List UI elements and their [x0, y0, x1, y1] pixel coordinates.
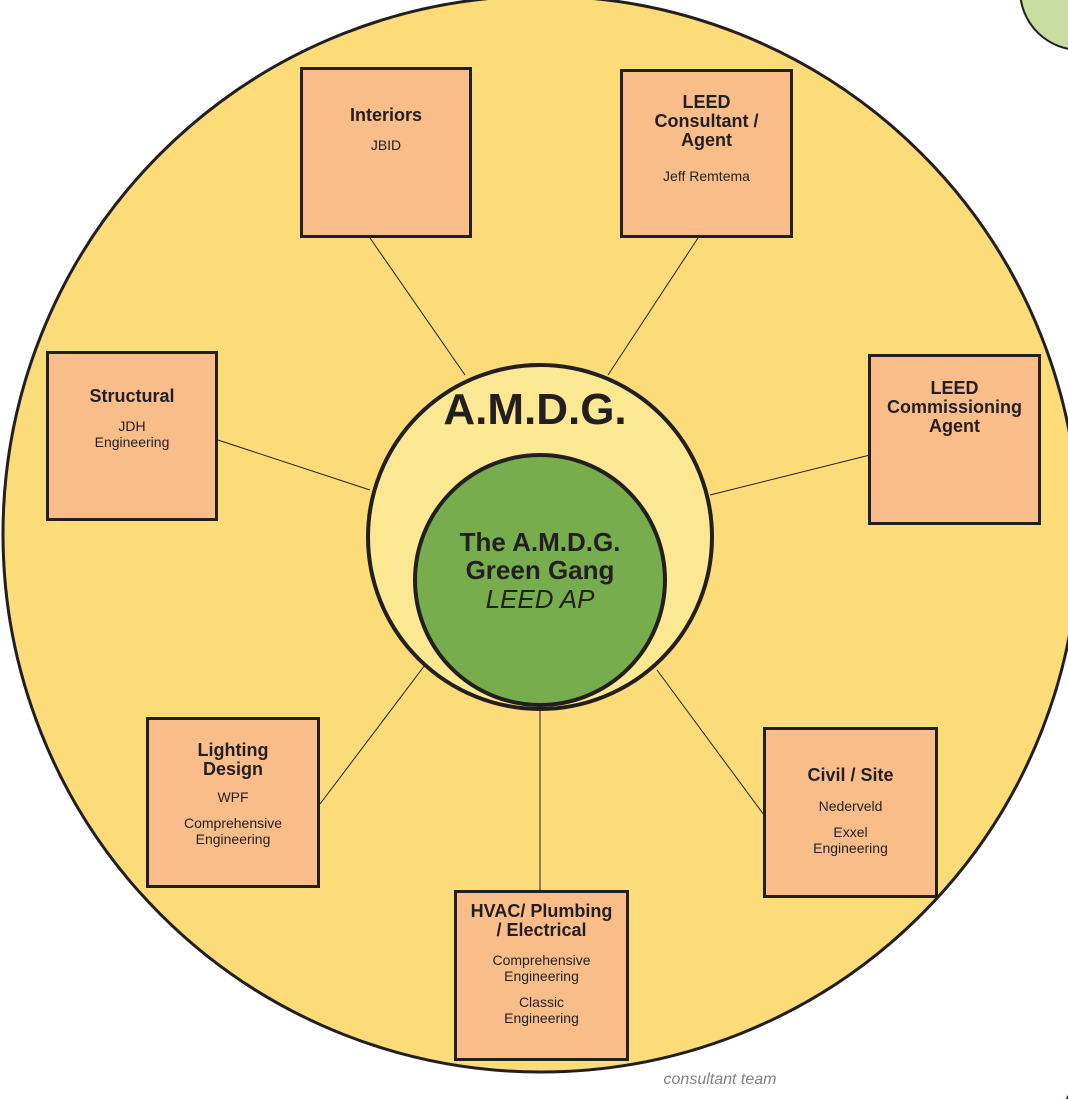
node-title-3: Agent: [929, 416, 980, 436]
node-title: Interiors: [349, 105, 423, 125]
node-title-1: HVAC/ Plumbing: [470, 901, 613, 921]
center-label: The A.M.D.G. Green Gang LEED AP: [415, 528, 665, 614]
node-title-3: Agent: [681, 130, 732, 150]
connector-leed-commissioning: [709, 454, 871, 496]
node-sub-2a: Comprehensive: [183, 815, 283, 831]
node-hvac: HVAC/ Plumbing / Electrical Comprehensiv…: [454, 890, 629, 1061]
caption: consultant team: [663, 1071, 777, 1088]
center-line-1: The A.M.D.G.: [459, 527, 621, 557]
node-sub-1a: Comprehensive: [492, 952, 591, 968]
node-sub-2: Engineering: [94, 434, 170, 450]
node-title-2: Design: [202, 759, 263, 779]
connectors: [217, 237, 871, 890]
node-civil: Civil / Site Nederveld Exxel Engineering: [763, 727, 938, 898]
node-leed-commissioning: LEED Commissioning Agent: [868, 354, 1041, 525]
center-circle: [413, 453, 667, 707]
node-interiors: Interiors JBID: [300, 67, 472, 238]
node-title-1: LEED: [682, 92, 731, 112]
connector-lighting: [319, 664, 426, 805]
node-leed-consultant: LEED Consultant / Agent Jeff Remtema: [620, 69, 793, 238]
node-sub: JBID: [370, 137, 402, 153]
node-title-2: / Electrical: [496, 920, 587, 940]
connector-interiors: [369, 237, 466, 376]
node-sub-1: WPF: [217, 789, 249, 805]
node-title: Civil / Site: [807, 765, 894, 785]
node-sub-2a: Classic: [518, 994, 565, 1010]
node-title-2: Commissioning: [886, 397, 1022, 417]
connector-structural: [217, 439, 371, 491]
node-sub-1: JDH: [118, 418, 146, 434]
connector-civil: [656, 669, 765, 816]
node-structural: Structural JDH Engineering: [46, 351, 218, 521]
center-line-2: Green Gang: [465, 555, 615, 585]
node-title-1: Lighting: [197, 740, 269, 760]
node-sub-2b: Engineering: [813, 840, 888, 856]
node-sub: Jeff Remtema: [663, 168, 750, 184]
center-sub: LEED AP: [485, 584, 595, 614]
node-title: Structural: [89, 386, 175, 406]
outer-label: A.M.D.G.: [443, 385, 627, 434]
node-title-2: Consultant /: [654, 111, 759, 131]
node-sub-2a: Exxel: [833, 824, 868, 840]
node-sub-1b: Engineering: [504, 968, 579, 984]
node-sub-2b: Engineering: [504, 1010, 579, 1026]
connector-leed-consultant: [607, 237, 699, 376]
node-lighting: Lighting Design WPF Comprehensive Engine…: [146, 717, 320, 888]
node-title-1: LEED: [930, 378, 979, 398]
corner-ornament: [1019, 0, 1068, 50]
node-sub-1: Nederveld: [818, 798, 883, 814]
node-sub-2b: Engineering: [195, 831, 271, 847]
